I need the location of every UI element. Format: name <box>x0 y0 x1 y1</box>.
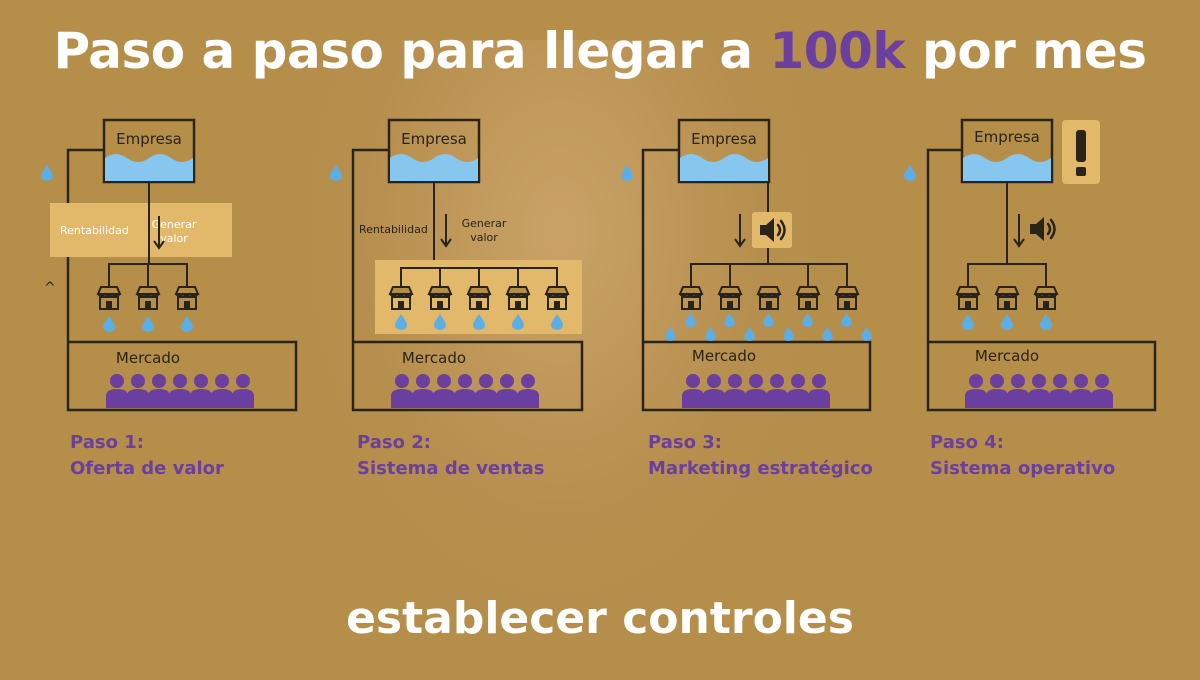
drop-icon <box>744 327 755 341</box>
step-3-diagram: Empresa Mercado <box>621 118 872 412</box>
store-icon <box>757 286 781 310</box>
drop-icon <box>861 327 872 341</box>
store-icon <box>995 286 1019 310</box>
market-people <box>965 374 1113 408</box>
step-4-diagram: Empresa Mercado <box>904 118 1157 412</box>
generate-label: Generar <box>152 218 197 231</box>
title-suffix: por mes <box>905 22 1147 80</box>
step-3-number: Paso 3: <box>648 432 722 453</box>
step-1-number: Paso 1: <box>70 432 144 453</box>
generate-label: Generar <box>462 217 507 230</box>
step-1-diagram: Empresa Rentabilidad Generar valor Merca… <box>41 118 298 412</box>
caret-mark: ^ <box>44 280 56 296</box>
step-1-label: Paso 1: Oferta de valor <box>70 430 224 482</box>
drop-icon <box>724 313 735 327</box>
drop-icon <box>621 165 633 181</box>
value-label: valor <box>160 232 188 245</box>
profitability-label: Rentabilidad <box>359 223 428 236</box>
profitability-label: Rentabilidad <box>60 224 129 237</box>
step-2-name: Sistema de ventas <box>357 458 545 479</box>
caption-text: establecer controles <box>346 593 854 644</box>
company-label: Empresa <box>974 128 1040 146</box>
store-icon <box>136 286 160 310</box>
tank-water <box>390 154 478 181</box>
step-2-diagram: Empresa Rentabilidad Generar valor Merca… <box>330 118 584 412</box>
drop-icon <box>41 165 53 181</box>
drop-icon <box>103 316 115 332</box>
drop-icon <box>1001 314 1013 330</box>
value-highlight-box <box>50 203 232 257</box>
step-1-name: Oferta de valor <box>70 458 224 479</box>
company-label: Empresa <box>116 130 182 148</box>
title-text: Paso a paso para llegar a <box>53 22 770 80</box>
market-people <box>682 374 830 408</box>
store-icon <box>679 286 703 310</box>
step-2-label: Paso 2: Sistema de ventas <box>357 430 544 482</box>
drop-icon <box>763 313 774 327</box>
step-4-name: Sistema operativo <box>930 458 1116 479</box>
drop-icon <box>181 316 193 332</box>
store-icon <box>835 286 859 310</box>
step-4-number: Paso 4: <box>930 432 1004 453</box>
drop-icon <box>1040 314 1052 330</box>
page-title: Paso a paso para llegar a 100k por mes <box>0 22 1200 80</box>
market-label: Mercado <box>692 347 756 365</box>
drop-icon <box>665 327 676 341</box>
market-people <box>391 374 539 408</box>
tank-water <box>680 154 768 181</box>
store-icon <box>956 286 980 310</box>
store-icon <box>796 286 820 310</box>
title-highlight: 100k <box>769 22 906 80</box>
drop-icon <box>962 314 974 330</box>
value-label: valor <box>470 231 498 244</box>
store-icon <box>97 286 121 310</box>
market-people <box>106 374 254 408</box>
step-4-label: Paso 4: Sistema operativo <box>930 430 1115 482</box>
drop-icon <box>783 327 794 341</box>
drop-icon <box>822 327 833 341</box>
store-icon <box>1034 286 1058 310</box>
step-3-label: Paso 3: Marketing estratégico <box>648 430 873 482</box>
drop-icon <box>142 316 154 332</box>
drop-icon <box>330 165 342 181</box>
tank-water <box>105 154 193 181</box>
drop-icon <box>802 313 813 327</box>
step-2-number: Paso 2: <box>357 432 431 453</box>
drop-icon <box>904 165 916 181</box>
drop-icon <box>685 313 696 327</box>
market-label: Mercado <box>116 349 180 367</box>
drop-icon <box>705 327 716 341</box>
market-label: Mercado <box>975 347 1039 365</box>
speaker-icon <box>1028 215 1056 243</box>
company-label: Empresa <box>691 130 757 148</box>
market-label: Mercado <box>402 349 466 367</box>
exclamation-icon <box>1076 130 1086 176</box>
drops-row <box>665 313 872 341</box>
store-icon <box>718 286 742 310</box>
tank-water <box>963 154 1051 181</box>
company-label: Empresa <box>401 130 467 148</box>
company-tank <box>677 118 771 184</box>
drop-icon <box>841 313 852 327</box>
store-icon <box>175 286 199 310</box>
step-3-name: Marketing estratégico <box>648 458 873 479</box>
